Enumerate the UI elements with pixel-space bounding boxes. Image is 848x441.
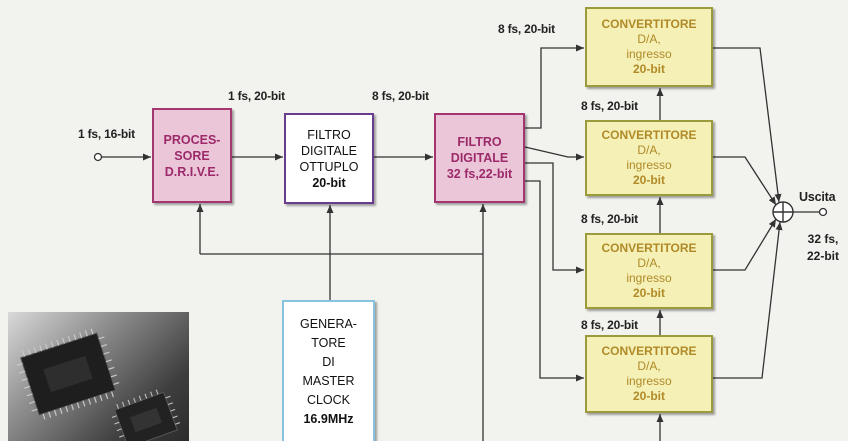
filtro32-line-1: FILTRO: [457, 135, 502, 149]
ottuplo-line-4: 20-bit: [312, 175, 346, 190]
dac-block-1: CONVERTITORE D/A, ingresso 20-bit: [585, 7, 713, 87]
wire-dac-3-to-sum: [713, 218, 777, 271]
summing-junction-icon: [772, 201, 794, 223]
input-terminal-icon: [93, 152, 103, 162]
dac-2-line-2: D/A,: [637, 143, 661, 157]
filtro32-line-3: 32 fs,22-bit: [446, 167, 513, 181]
filtro-32fs-block: FILTRO DIGITALE 32 fs,22-bit: [434, 113, 525, 203]
dac-4-line-2: D/A,: [637, 359, 661, 373]
dac-4-line-1: CONVERTITORE: [601, 344, 697, 358]
output-format-line-2: 22-bit: [806, 249, 839, 263]
clock-line-3: DI: [322, 355, 335, 369]
output-terminal-icon: [818, 207, 828, 217]
wire-dac-2-to-sum: [713, 156, 777, 206]
dac-block-2: CONVERTITORE D/A, ingresso 20-bit: [585, 120, 713, 196]
output-format: 32 fs, 22-bit: [800, 231, 846, 265]
processore-line-1: PROCES-: [163, 132, 221, 147]
dac-block-3: CONVERTITORE D/A, ingresso 20-bit: [585, 233, 713, 309]
chip-1: [16, 328, 120, 420]
wire-filtro32-to-dac-3: [525, 162, 584, 274]
ottuplo-output-label: 8 fs, 20-bit: [372, 89, 429, 103]
dac-4-line-4: 20-bit: [632, 389, 665, 403]
dac-3-line-1: CONVERTITORE: [601, 241, 697, 255]
dac-2-line-3: ingresso: [626, 158, 672, 172]
dac-block-4: CONVERTITORE D/A, ingresso 20-bit: [585, 335, 713, 413]
dac-3-line-2: D/A,: [637, 256, 661, 270]
input-label: 1 fs, 16-bit: [78, 127, 135, 141]
dac-4-input-label: 8 fs, 20-bit: [581, 318, 638, 332]
wire-filtro32-to-dac-2: [524, 146, 584, 161]
wire-dac-4-to-sum: [713, 221, 783, 379]
ottuplo-line-3: OTTUPLO: [299, 159, 359, 174]
wire-filtro32-to-dac-4: [525, 180, 584, 382]
processore-line-3: D.R.I.V.E.: [164, 164, 220, 179]
dac-3-input-label: 8 fs, 20-bit: [581, 212, 638, 226]
output-label: Uscita: [799, 190, 836, 204]
processore-output-label: 1 fs, 20-bit: [228, 89, 285, 103]
processore-drive-block: PROCES- SORE D.R.I.V.E.: [152, 108, 232, 203]
dac-1-line-1: CONVERTITORE: [601, 17, 697, 31]
filtro32-line-2: DIGITALE: [450, 151, 509, 165]
master-clock-generator-block: GENERA- TORE DI MASTER CLOCK 16.9MHz: [282, 300, 375, 441]
output-format-line-1: 32 fs,: [807, 232, 839, 246]
dac-1-line-3: ingresso: [626, 47, 672, 61]
clock-line-4: MASTER: [302, 374, 355, 388]
wire-dac-1-to-sum: [713, 47, 782, 203]
dac-3-line-4: 20-bit: [632, 286, 665, 300]
clock-line-6: 16.9MHz: [303, 412, 354, 426]
dac-4-line-3: ingresso: [626, 374, 672, 388]
clock-line-5: CLOCK: [306, 393, 351, 407]
dac-2-input-label: 8 fs, 20-bit: [581, 99, 638, 113]
filtro-ottuplo-block: FILTRO DIGITALE OTTUPLO 20-bit: [284, 113, 374, 204]
chip-photo: [8, 312, 189, 441]
dac-1-input-label: 8 fs, 20-bit: [498, 22, 555, 36]
chip-2: [111, 389, 181, 441]
ottuplo-line-2: DIGITALE: [300, 143, 358, 158]
ottuplo-line-1: FILTRO: [307, 127, 351, 142]
wire-filtro32-to-dac-1: [525, 44, 584, 129]
dac-1-line-2: D/A,: [637, 32, 661, 46]
dac-3-line-3: ingresso: [626, 271, 672, 285]
clock-line-1: GENERA-: [300, 317, 357, 331]
dac-1-line-4: 20-bit: [632, 62, 665, 76]
clock-line-2: TORE: [311, 336, 346, 350]
dac-2-line-1: CONVERTITORE: [601, 128, 697, 142]
dac-2-line-4: 20-bit: [632, 173, 665, 187]
processore-line-2: SORE: [174, 148, 210, 163]
